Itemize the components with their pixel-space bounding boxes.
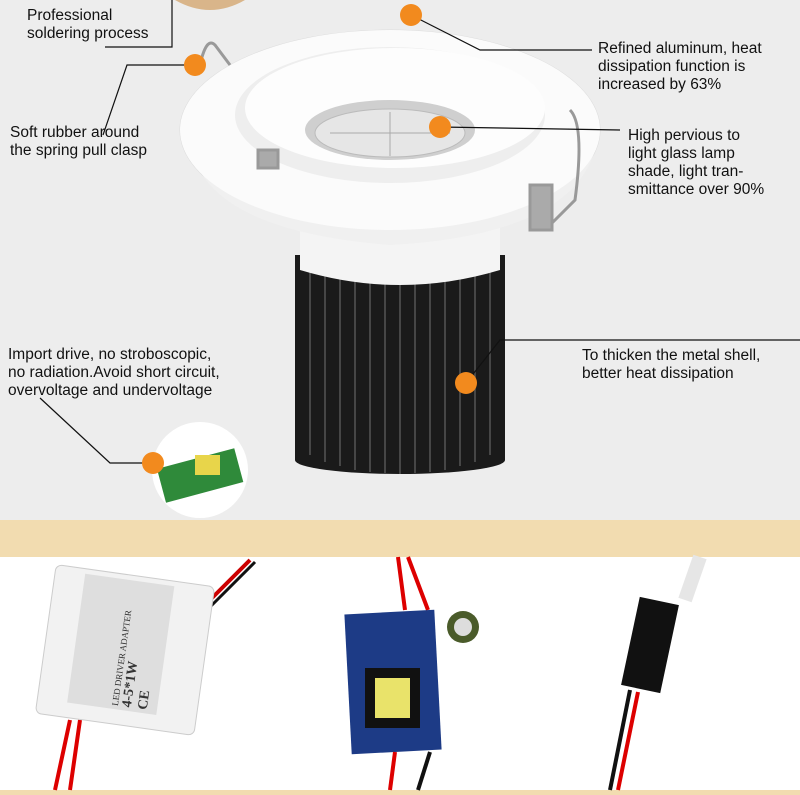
callout-glass: High pervious to light glass lamp shade,… xyxy=(628,127,765,198)
callout-rubber: Soft rubber around the spring pull clasp xyxy=(10,124,147,159)
connector-cable-image xyxy=(608,554,707,791)
callout-soldering: Professional soldering process xyxy=(27,7,149,42)
driver-thumbnail xyxy=(152,422,248,518)
callout-dots xyxy=(142,4,477,474)
section-divider-band xyxy=(0,520,800,557)
callout-drive: Import drive, no stroboscopic, no radiat… xyxy=(8,346,220,399)
pcb-driver-image xyxy=(344,556,479,791)
callout-aluminum: Refined aluminum, heat dissipation funct… xyxy=(598,40,762,93)
driver-adapter-image xyxy=(35,558,257,791)
callout-shell: To thicken the metal shell, better heat … xyxy=(582,347,761,382)
downlight-housing-image xyxy=(179,29,601,285)
bottom-divider-strip xyxy=(0,790,800,795)
heatsink-image xyxy=(295,255,505,474)
cob-chip-image xyxy=(175,0,245,10)
callout-lines xyxy=(39,0,800,464)
